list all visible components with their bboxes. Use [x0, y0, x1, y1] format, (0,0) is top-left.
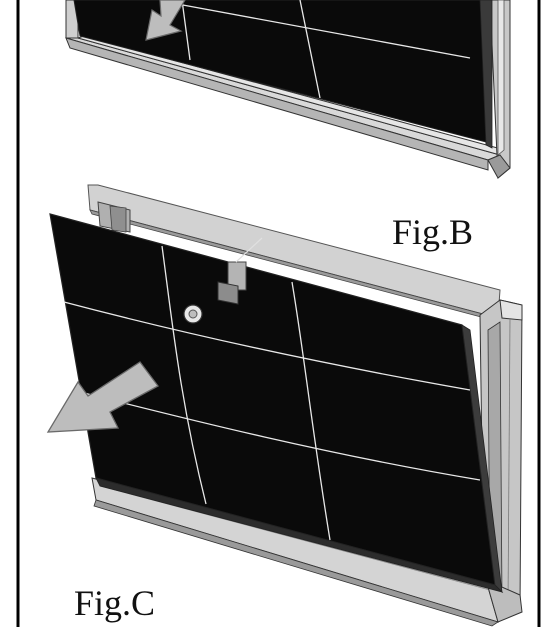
top-frame [65, 0, 511, 180]
screw-icon [183, 304, 203, 324]
bottom-figure [46, 184, 523, 627]
upper-frame-rail [87, 184, 501, 323]
figure-c-label: Fig.C [74, 583, 156, 623]
latch-icon [217, 237, 263, 305]
top-filter-panel [73, 0, 493, 149]
filter-panel [49, 213, 504, 594]
page-border [16, 0, 541, 627]
figure-b-label: Fig.B [392, 212, 474, 252]
removal-arrow-icon [46, 361, 159, 433]
top-figure [65, 0, 511, 180]
lower-frame-rail [91, 477, 523, 627]
removal-arrow-icon [145, 0, 186, 41]
